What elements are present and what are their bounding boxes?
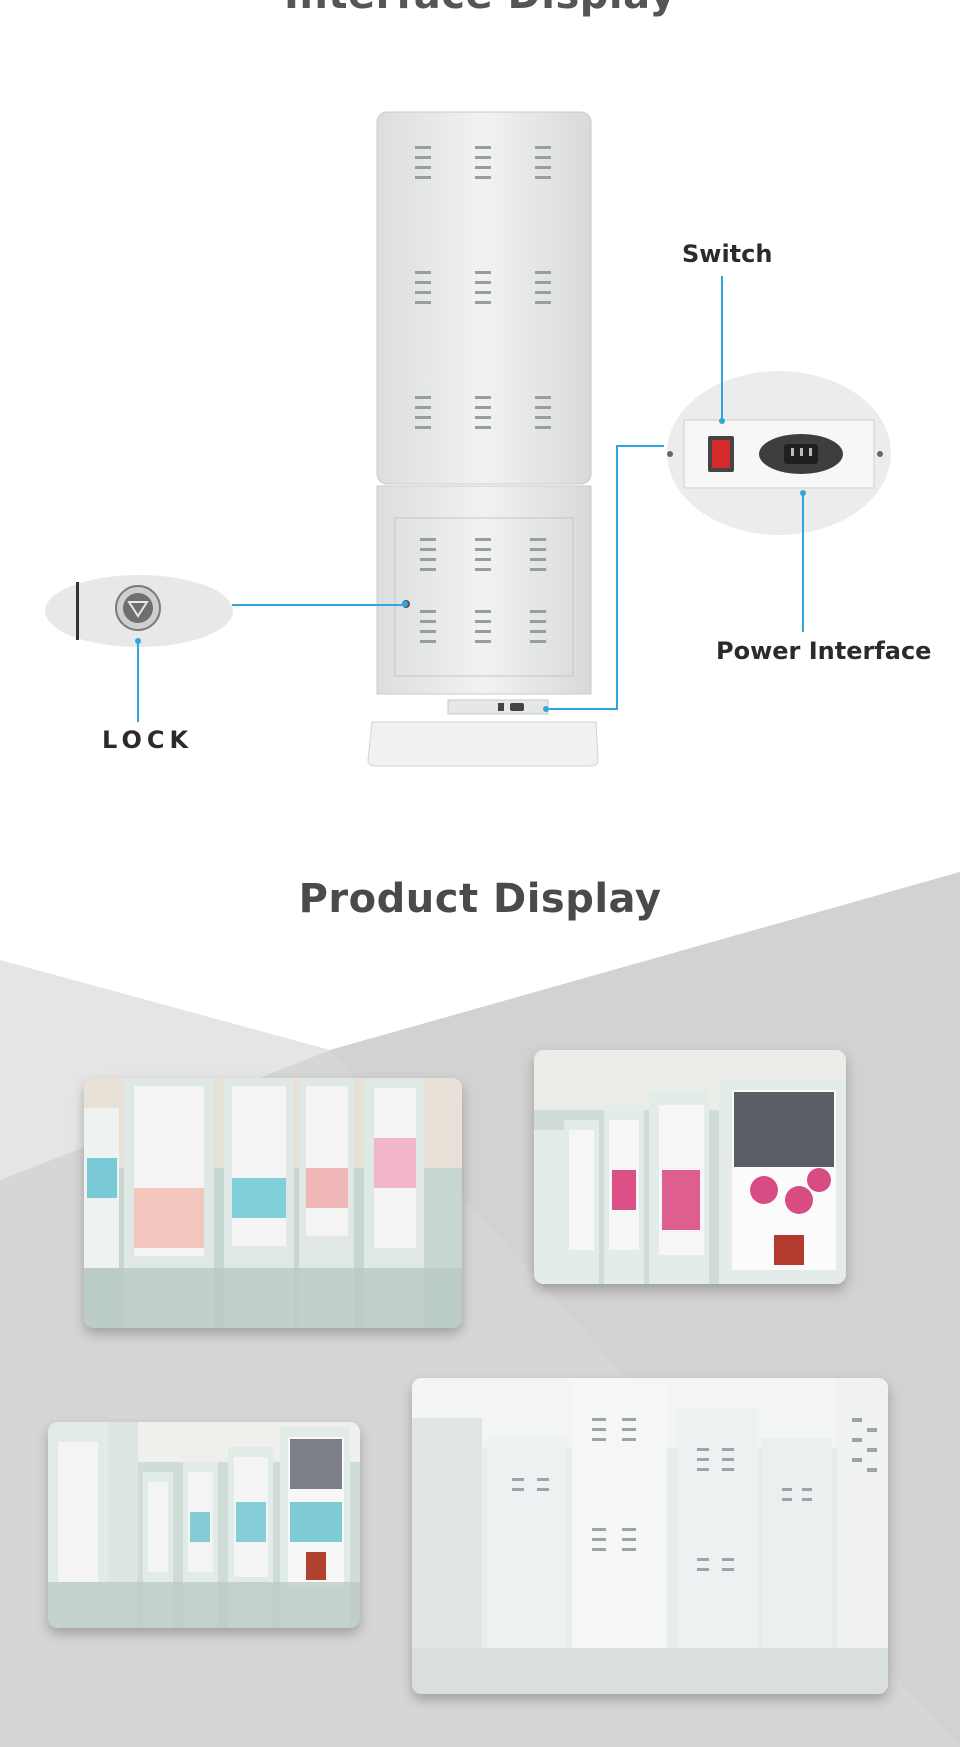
- power-interface-label: Power Interface: [716, 637, 932, 665]
- port-callout-horizontal-bottom: [546, 708, 618, 710]
- switch-label: Switch: [682, 240, 773, 268]
- lock-callout-dot: [402, 601, 408, 607]
- lock-callout-vertical: [137, 640, 139, 722]
- product-display-title: Product Display: [298, 876, 662, 922]
- lock-label: LOCK: [102, 726, 194, 754]
- port-callout-dot: [543, 706, 549, 712]
- power-callout-dot: [800, 490, 806, 496]
- power-switch-closeup: [667, 371, 891, 535]
- power-callout-line: [802, 492, 804, 632]
- kiosk-row-photo-2: [534, 1050, 846, 1284]
- switch-callout-line: [721, 276, 723, 421]
- kiosk-backs-photo: [412, 1378, 888, 1694]
- lock-callout-horizontal: [232, 604, 406, 606]
- interface-display-title: Interface Display: [0, 0, 960, 18]
- lock-closeup: [45, 575, 233, 647]
- kiosk-rear-view: [367, 111, 599, 767]
- switch-callout-dot: [719, 418, 725, 424]
- lock-callout-end-dot: [135, 638, 141, 644]
- port-callout-horizontal-top: [616, 445, 664, 447]
- kiosk-row-photo-1: [84, 1078, 462, 1328]
- port-callout-vertical: [616, 445, 618, 709]
- kiosk-row-photo-3: [48, 1422, 360, 1628]
